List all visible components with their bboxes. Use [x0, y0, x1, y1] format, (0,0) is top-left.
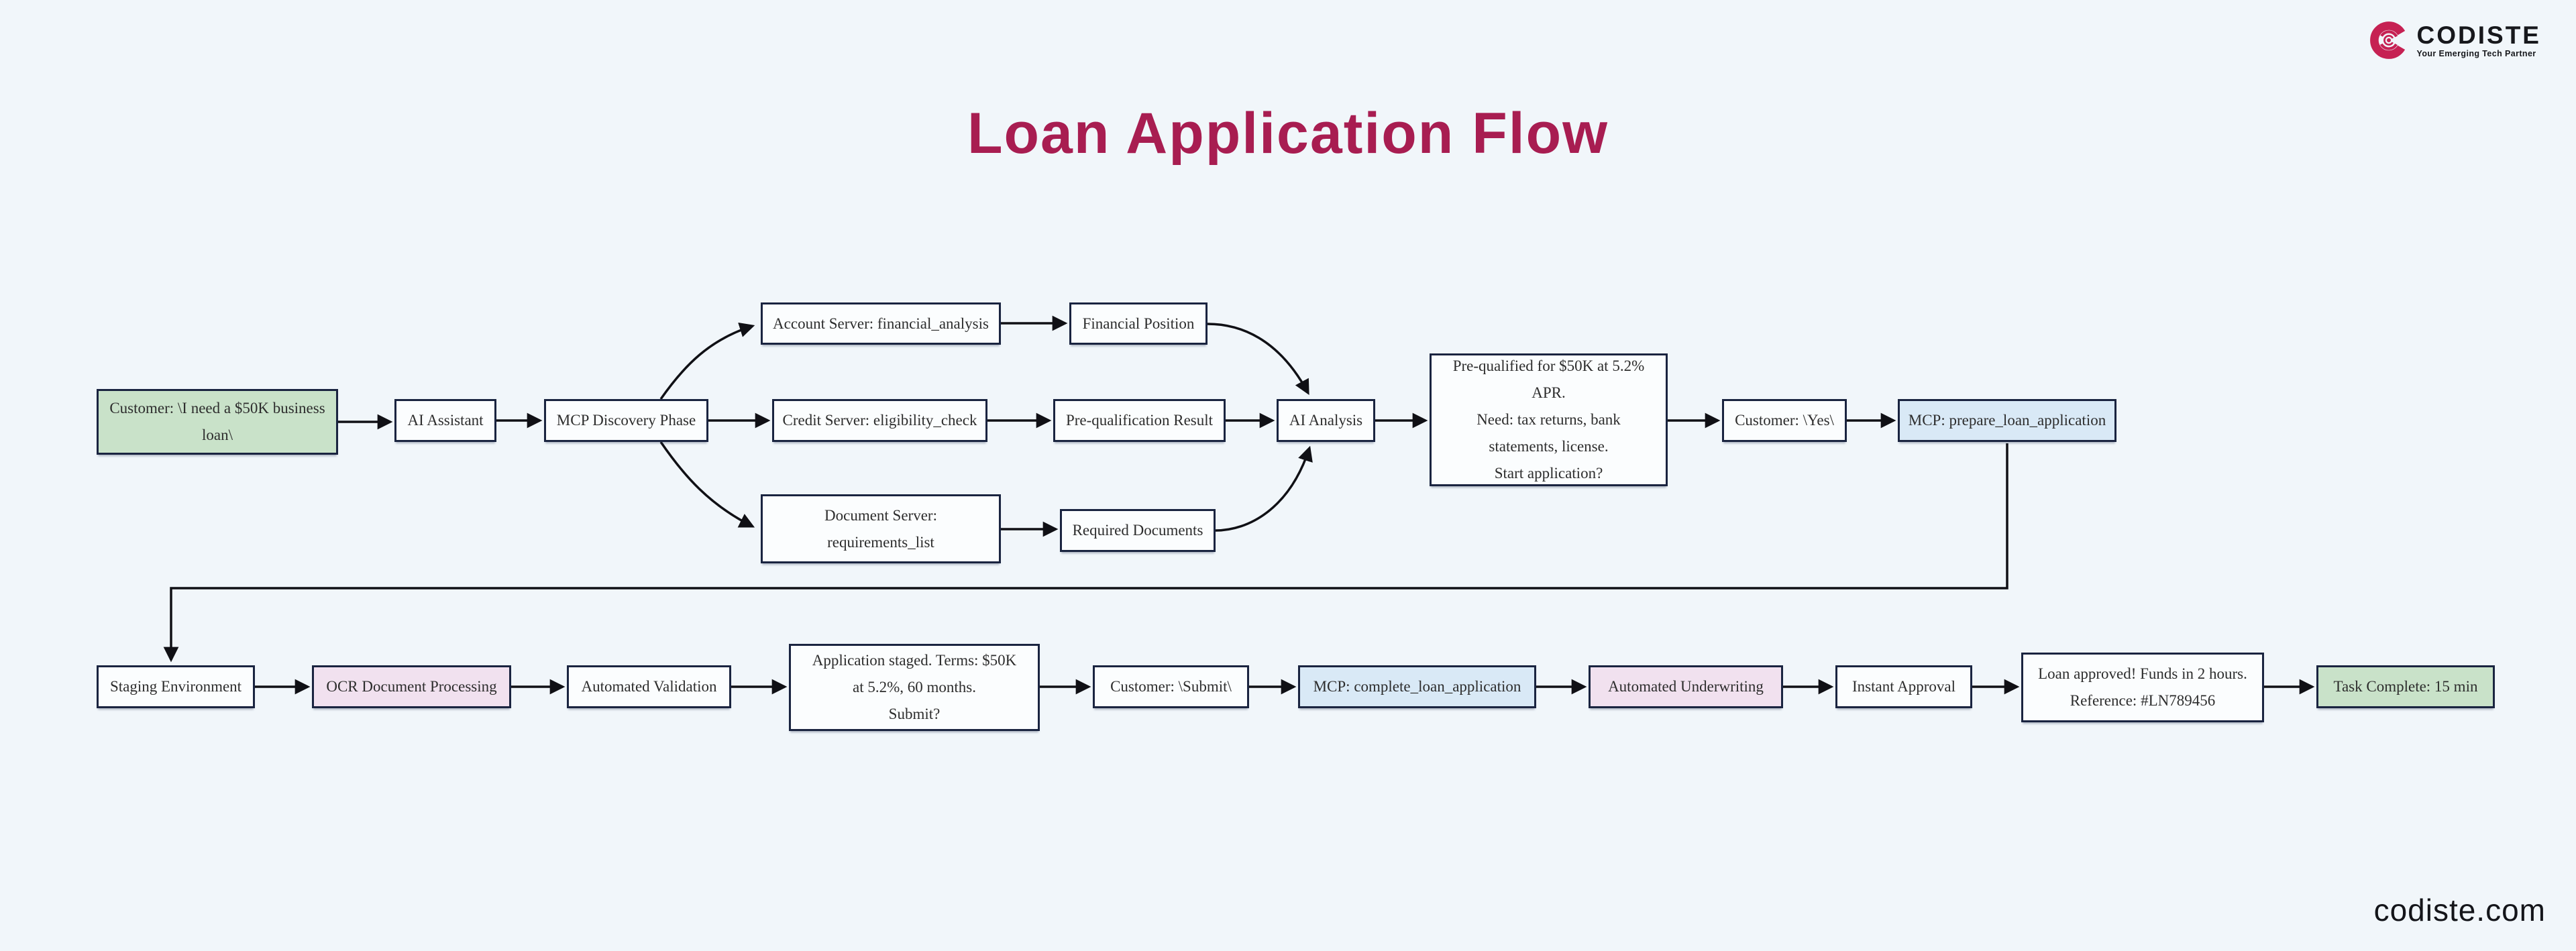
node-document-server: Document Server: requirements_list: [761, 494, 1001, 563]
node-account-server: Account Server: financial_analysis: [761, 302, 1001, 345]
logo-tagline: Your Emerging Tech Partner: [2416, 48, 2536, 58]
codiste-logo-icon: [2369, 21, 2408, 59]
connector-discovery-to-account: [659, 322, 755, 400]
node-financial-position: Financial Position: [1069, 302, 1208, 345]
node-instant-approval: Instant Approval: [1835, 665, 1972, 708]
connector-required-to-analysis: [1215, 445, 1313, 532]
node-mcp-complete: MCP: complete_loan_application: [1298, 665, 1536, 708]
node-ai-assistant: AI Assistant: [394, 399, 496, 442]
node-ocr-processing: OCR Document Processing: [312, 665, 511, 708]
node-task-complete: Task Complete: 15 min: [2316, 665, 2495, 708]
node-automated-underwriting: Automated Underwriting: [1589, 665, 1783, 708]
node-customer-request: Customer: \I need a $50K business loan\: [97, 389, 338, 455]
codiste-logo-text: CODISTE Your Emerging Tech Partner: [2417, 23, 2541, 58]
node-application-staged: Application staged. Terms: $50K at 5.2%,…: [789, 644, 1040, 731]
page-title: Loan Application Flow: [967, 101, 1609, 166]
node-customer-yes: Customer: \Yes\: [1722, 399, 1847, 442]
node-ai-analysis: AI Analysis: [1277, 399, 1375, 442]
node-prequal-result: Pre-qualification Result: [1053, 399, 1226, 442]
connector-prepare-to-staging: [163, 443, 2008, 663]
node-automated-validation: Automated Validation: [567, 665, 731, 708]
site-footer-url: codiste.com: [2373, 893, 2546, 928]
node-mcp-discovery: MCP Discovery Phase: [544, 399, 708, 442]
codiste-logo: CODISTE Your Emerging Tech Partner: [2369, 20, 2541, 60]
node-mcp-prepare: MCP: prepare_loan_application: [1898, 399, 2116, 442]
connector-financial-to-analysis: [1207, 323, 1309, 396]
node-prequalified: Pre-qualified for $50K at 5.2% APR. Need…: [1430, 353, 1668, 486]
node-customer-submit: Customer: \Submit\: [1093, 665, 1249, 708]
node-loan-approved: Loan approved! Funds in 2 hours. Referen…: [2021, 653, 2264, 722]
logo-name: CODISTE: [2416, 21, 2541, 49]
connector-discovery-to-document: [659, 441, 755, 528]
node-staging-environment: Staging Environment: [97, 665, 255, 708]
node-credit-server: Credit Server: eligibility_check: [772, 399, 987, 442]
node-required-documents: Required Documents: [1060, 509, 1216, 552]
